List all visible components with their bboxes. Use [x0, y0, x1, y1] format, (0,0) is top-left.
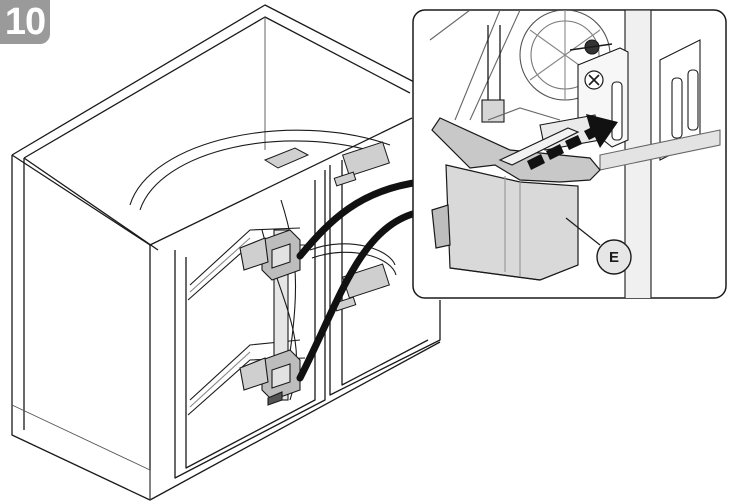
step-number-badge: 10	[0, 0, 50, 44]
top-mount-plate	[263, 147, 310, 169]
shelf-rail-upper	[333, 141, 391, 187]
lower-bracket	[239, 349, 301, 406]
callout-e: E	[565, 217, 632, 275]
leader-lines	[296, 178, 424, 382]
detail-inset: E	[412, 9, 727, 299]
insert-arrow-icon	[527, 114, 618, 170]
cabinet-body	[11, 4, 441, 501]
screw-head-icon	[584, 70, 604, 90]
upper-bracket	[239, 229, 301, 281]
part-e-cover	[431, 117, 601, 281]
callout-label: E	[609, 249, 619, 266]
